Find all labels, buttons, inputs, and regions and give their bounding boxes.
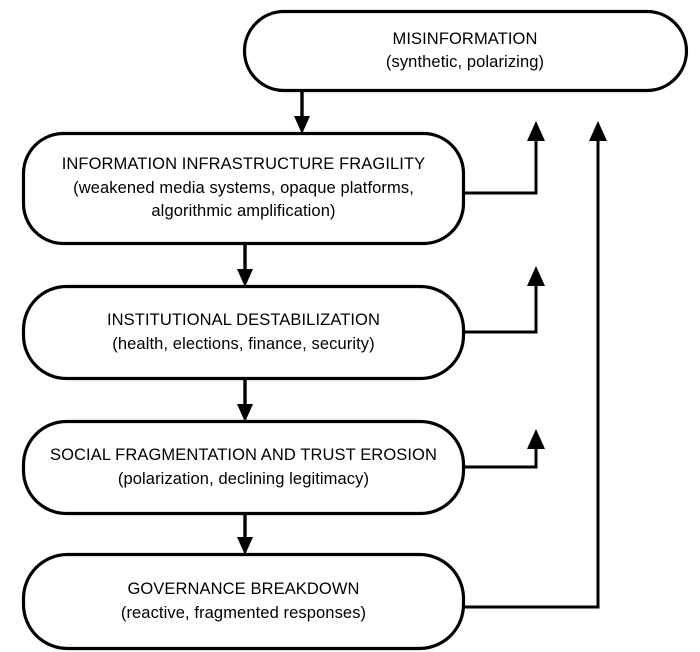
node-institutional-destabilization-shape[interactable] [21,284,466,381]
node-social-fragmentation-and-trust-erosion-shape[interactable] [21,419,466,516]
node-governance-breakdown-shape[interactable] [21,552,466,651]
feedback-edge-social-fragmentation-and-trust-erosion [463,429,545,469]
node-information-infrastructure-fragility-shape[interactable] [21,131,466,246]
feedback-edge-information-infrastructure-fragility [463,121,545,195]
edge-institutional-destabilization-to-social-fragmentation-and-trust-erosion [237,378,253,422]
edge-information-infrastructure-fragility-to-institutional-destabilization [237,243,253,287]
edge-social-fragmentation-and-trust-erosion-to-governance-breakdown [237,513,253,555]
edge-misinformation-to-information-infrastructure-fragility [294,90,310,134]
feedback-edge-governance-breakdown [463,121,607,609]
feedback-edge-institutional-destabilization [463,266,545,334]
node-misinformation-shape[interactable] [242,9,689,93]
